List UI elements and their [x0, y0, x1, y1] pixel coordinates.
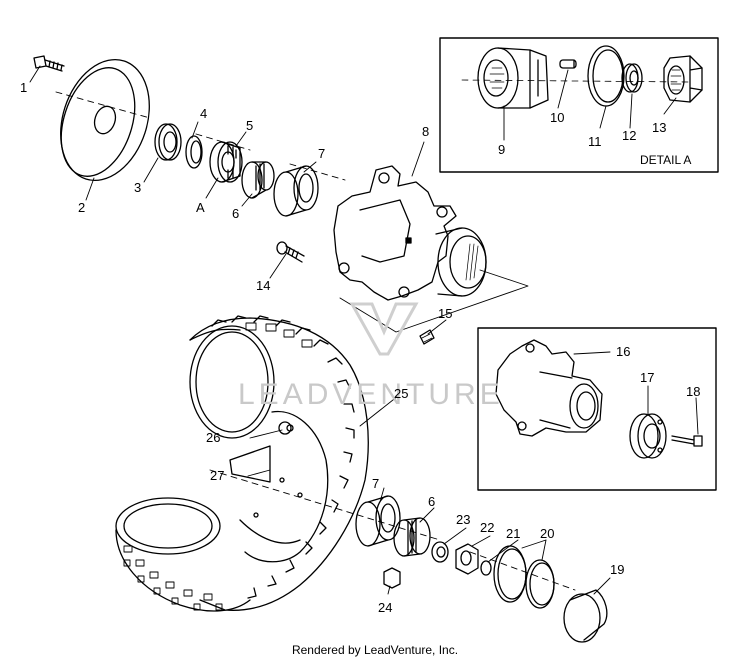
- label-3: 3: [134, 180, 141, 195]
- svg-text:LEADVENTURE: LEADVENTURE: [238, 378, 504, 411]
- part-7-lower-bearing-cup: [355, 495, 401, 547]
- label-4: 4: [200, 106, 207, 121]
- label-detail-a: DETAIL A: [640, 153, 691, 167]
- part-5-bearing-cone: [209, 141, 243, 183]
- label-5: 5: [246, 118, 253, 133]
- label-20: 20: [540, 526, 554, 541]
- part-22-nut: [455, 543, 479, 575]
- label-6: 6: [232, 206, 239, 221]
- label-2: 2: [78, 200, 85, 215]
- part-19-cap: [563, 589, 608, 643]
- axis-line-detail: [461, 79, 691, 83]
- label-24: 24: [378, 600, 392, 615]
- part-14-bolt: [276, 241, 305, 263]
- label-A: A: [196, 200, 205, 215]
- part-9-detail-hub: [477, 47, 549, 109]
- label-23: 23: [456, 512, 470, 527]
- part-21-ring: [480, 560, 492, 576]
- label-18: 18: [686, 384, 700, 399]
- part-11-washer: [587, 45, 625, 107]
- part-13-nut: [663, 55, 703, 103]
- label-1: 1: [20, 80, 27, 95]
- part-18-bolt: [671, 435, 703, 447]
- inset-box: [477, 327, 717, 491]
- label-27: 27: [210, 468, 224, 483]
- label-13: 13: [652, 120, 666, 135]
- label-22: 22: [480, 520, 494, 535]
- part-10-pin: [559, 59, 577, 69]
- part-7-bearing-cup: [273, 165, 319, 217]
- part-6-lower-roller-bearing: [393, 517, 431, 557]
- label-9: 9: [498, 142, 505, 157]
- axis-line-lower: [209, 469, 576, 591]
- part-25-tire: [115, 315, 369, 612]
- footer-credit: Rendered by LeadVenture, Inc.: [291, 643, 459, 657]
- label-17: 17: [640, 370, 654, 385]
- label-26: 26: [206, 430, 220, 445]
- label-8: 8: [422, 124, 429, 139]
- label-7: 7: [318, 146, 325, 161]
- part-15-fitting: [419, 329, 435, 345]
- part-23-washer: [431, 541, 449, 563]
- label-10: 10: [550, 110, 564, 125]
- label-16: 16: [616, 344, 630, 359]
- label-12: 12: [622, 128, 636, 143]
- part-4-ring: [185, 135, 203, 169]
- hub-bracket-line: [339, 269, 529, 333]
- part-12-spacer: [621, 63, 643, 93]
- label-14: 14: [256, 278, 270, 293]
- detail-a-box: [439, 37, 719, 173]
- part-17-cap: [629, 413, 667, 459]
- watermark: LEADVENTURE: [238, 302, 504, 411]
- label-11: 11: [588, 134, 602, 149]
- part-16-hub: [495, 339, 603, 437]
- part-1-bolt: [33, 55, 65, 72]
- part-3-seal: [154, 123, 182, 161]
- label-19: 19: [610, 562, 624, 577]
- part-2-brake-disc: [60, 58, 150, 182]
- label-7b: 7: [372, 476, 379, 491]
- label-21: 21: [506, 526, 520, 541]
- part-20-o-rings: [493, 545, 555, 609]
- part-6-roller-bearing: [241, 161, 275, 199]
- part-8-hub: [333, 165, 487, 301]
- label-25: 25: [394, 386, 408, 401]
- leader-lines: [29, 65, 699, 595]
- part-24-nut: [383, 567, 401, 589]
- label-6b: 6: [428, 494, 435, 509]
- label-15: 15: [438, 306, 452, 321]
